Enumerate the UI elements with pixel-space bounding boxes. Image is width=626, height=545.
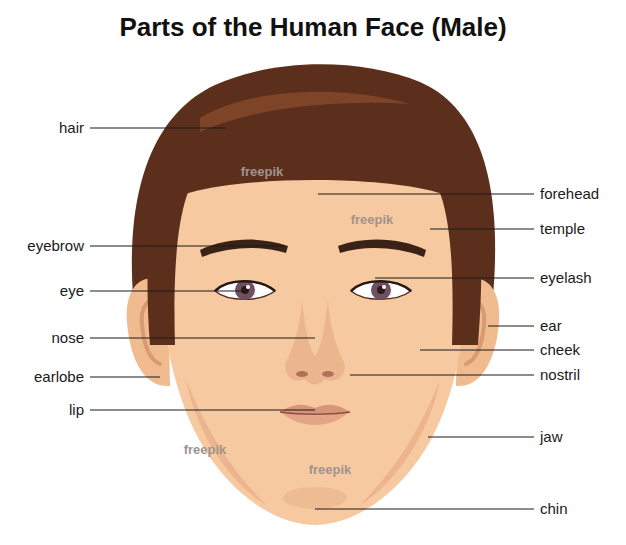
jaw-shade [360,380,440,505]
leader-line [375,278,534,279]
hair-front [148,75,482,345]
leader-line [90,128,225,129]
leader-line [488,326,534,327]
watermark: freepik [309,462,352,478]
nostril-shape [296,371,308,377]
face-skin [159,180,468,525]
part-label: nostril [540,366,580,384]
eyelash-line [351,281,411,291]
mouth-line [280,412,350,414]
part-label: temple [540,220,585,238]
leader-line [90,377,160,378]
watermark: freepik [184,442,227,458]
leader-line [90,291,245,292]
nose-shade [285,300,344,384]
leader-line [350,375,534,376]
leader-line [428,437,534,438]
part-label: hair [59,119,84,137]
nostril-shape [322,371,334,377]
watermark: freepik [351,212,394,228]
part-label: forehead [540,185,599,203]
leader-line [90,338,315,339]
part-label: eyebrow [27,237,84,255]
part-label: cheek [540,341,580,359]
eyebrow-shape [200,240,288,257]
part-label: eye [60,282,84,300]
leader-line [430,229,534,230]
eye-glint [246,285,250,289]
chin-shade [283,487,347,509]
leader-line [315,509,534,510]
part-label: lip [69,401,84,419]
iris [371,280,391,300]
part-label: earlobe [34,368,84,386]
leader-line [90,246,285,247]
leader-line [420,350,534,351]
part-label: nose [51,329,84,347]
eyelash-line [215,281,275,291]
part-label: chin [540,500,568,518]
eyebrow-shape [338,240,426,257]
part-label: ear [540,317,562,335]
watermark: freepik [241,164,284,180]
upper-lip [280,405,350,414]
part-label: eyelash [540,269,592,287]
pupil [241,286,249,294]
title: Parts of the Human Face (Male) [0,12,626,43]
leader-lines [90,128,534,509]
pupil [377,286,385,294]
eye-glint [382,285,386,289]
leader-line [318,194,534,195]
hair-highlight [200,92,410,132]
part-label: jaw [540,428,563,446]
leader-line [90,410,315,411]
iris [235,280,255,300]
